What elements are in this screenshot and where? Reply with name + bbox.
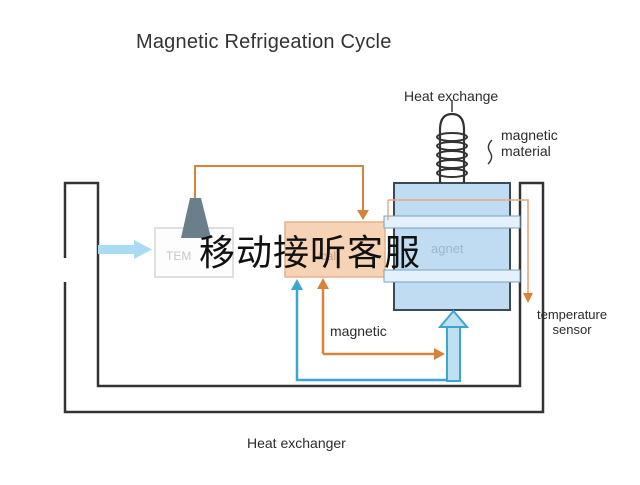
magnet-box-text: agnet [431, 241, 464, 256]
temperature-sensor-label: temperature sensor [537, 307, 607, 337]
magnetic-material-label: magnetic material [501, 127, 558, 159]
magnetocaloric-box-text: ical [318, 249, 337, 263]
orange-loop-top [194, 165, 369, 220]
heat-exchanger-top-label: Heat exchange [404, 88, 499, 104]
material-pointer [487, 139, 493, 165]
overlay-watermark-text: 移动接听客服 [199, 233, 422, 274]
temperature-sensor-line1: temperature [537, 307, 608, 322]
magnetic-material-line1: magnetic [501, 127, 558, 143]
orange-return-right [387, 199, 533, 303]
diagram-title: Magnetic Refrigeation Cycle [136, 31, 392, 53]
sensor-nozzle [181, 198, 211, 238]
magnet-block [383, 182, 521, 311]
heat-exchanger-bottom-label: Heat exchanger [247, 435, 346, 451]
outer-frame [63, 181, 545, 414]
coil-heat-exchanger [436, 100, 468, 183]
temperature-box-text: TEM [166, 249, 192, 263]
magnetic-material-line2: material [501, 143, 551, 159]
magnetocaloric-box [284, 221, 386, 278]
temperature-sensor-line2: sensor [552, 322, 592, 337]
blue-loop [291, 279, 470, 382]
magnetic-label: magnetic [330, 323, 387, 339]
orange-magnetic-loop [317, 278, 445, 360]
inlet-arrow [98, 240, 152, 259]
